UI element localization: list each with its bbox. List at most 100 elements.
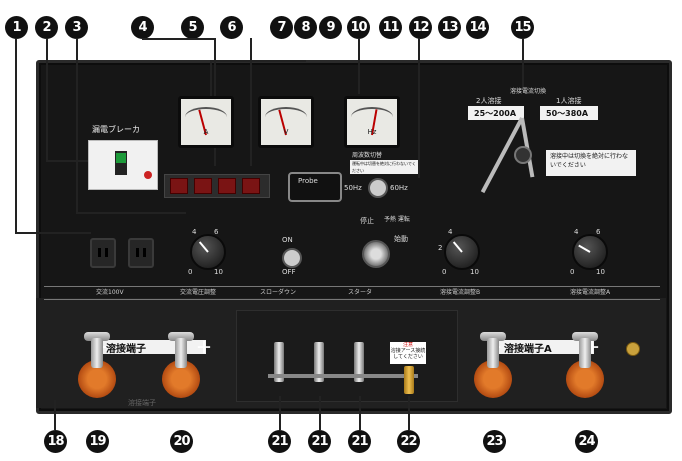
meter-unit: Hz bbox=[367, 128, 377, 136]
callout-21a: 21 bbox=[268, 430, 291, 453]
callout-7: 7 bbox=[270, 16, 293, 39]
callout-4: 4 bbox=[131, 16, 154, 39]
callout-10: 10 bbox=[347, 16, 370, 39]
right-plus-terminal[interactable] bbox=[566, 332, 604, 398]
ac-outlet-2[interactable] bbox=[128, 238, 154, 268]
one-person-label: 1人溶接 bbox=[556, 97, 582, 105]
knob-scale-2: 2 bbox=[438, 244, 443, 252]
brand-name: Probe bbox=[298, 177, 318, 185]
left-terminal-label: 溶接端子 bbox=[100, 340, 206, 355]
meter-unit: V bbox=[283, 128, 289, 136]
callout-24: 24 bbox=[575, 430, 598, 453]
earth-warning-body: 溶接アース接続してください bbox=[390, 348, 426, 360]
starter-start-label: 始動 bbox=[394, 235, 408, 243]
knob-scale-6: 6 bbox=[214, 228, 219, 236]
leader-line-8 bbox=[210, 60, 212, 96]
label-strip bbox=[44, 286, 660, 300]
weld-current-knob-a[interactable] bbox=[572, 234, 608, 270]
weld-switch-warning: 溶接中は切換を絶対に行わないでください bbox=[546, 150, 636, 176]
starter-key-switch[interactable] bbox=[362, 240, 390, 268]
brand-plate: Probe bbox=[288, 172, 342, 202]
leader-line-21c bbox=[359, 396, 361, 430]
callout-21b: 21 bbox=[308, 430, 331, 453]
knob-scale-10: 10 bbox=[596, 268, 605, 276]
left-plus-terminal[interactable] bbox=[162, 332, 200, 398]
callout-1: 1 bbox=[5, 16, 28, 39]
breaker-test-button[interactable] bbox=[144, 171, 152, 179]
strip-ac-label: 交流100V bbox=[96, 289, 124, 296]
callout-14: 14 bbox=[466, 16, 489, 39]
callout-9: 9 bbox=[319, 16, 342, 39]
knob-scale-4: 4 bbox=[448, 228, 453, 236]
slowdown-off-label: OFF bbox=[282, 268, 296, 276]
lever-pivot bbox=[514, 146, 532, 164]
ac-voltage-knob[interactable] bbox=[190, 234, 226, 270]
terminal-bus-bar bbox=[268, 374, 418, 378]
knob-scale-0: 0 bbox=[570, 268, 575, 276]
one-person-range: 50～380A bbox=[540, 106, 598, 120]
leader-line-2 bbox=[46, 38, 48, 162]
leader-line-3h bbox=[76, 212, 186, 214]
leader-line-2h bbox=[46, 160, 90, 162]
left-plus-sign: ＋ bbox=[196, 338, 213, 357]
fuse-3[interactable] bbox=[218, 178, 236, 194]
fuse-2[interactable] bbox=[194, 178, 212, 194]
knob-scale-4: 4 bbox=[192, 228, 197, 236]
strip-weld-a-label: 溶接電流調整A bbox=[570, 289, 611, 296]
strip-ac-adjust-label: 交流電圧調整 bbox=[180, 289, 217, 296]
leader-line-10 bbox=[358, 38, 360, 94]
knob-scale-6: 6 bbox=[596, 228, 601, 236]
callout-8: 8 bbox=[294, 16, 317, 39]
callout-2: 2 bbox=[35, 16, 58, 39]
fuse-4[interactable] bbox=[242, 178, 260, 194]
hz-selector-switch[interactable] bbox=[368, 178, 388, 198]
aux-terminal-post-1[interactable] bbox=[274, 342, 284, 382]
weld-current-knob-b[interactable] bbox=[444, 234, 480, 270]
right-terminal-label: 溶接端子A bbox=[498, 340, 594, 355]
leader-line-22 bbox=[408, 396, 410, 430]
callout-5: 5 bbox=[181, 16, 204, 39]
leader-line-18 bbox=[54, 400, 56, 430]
callout-15: 15 bbox=[511, 16, 534, 39]
hz-warning-label: 運転中は切替を絶対に行わないでください bbox=[350, 160, 418, 174]
leader-line-1h bbox=[15, 232, 91, 234]
knob-scale-10: 10 bbox=[214, 268, 223, 276]
ac-outlet-1[interactable] bbox=[90, 238, 116, 268]
leader-line-8h bbox=[210, 60, 306, 62]
callout-21c: 21 bbox=[348, 430, 371, 453]
knob-scale-0: 0 bbox=[442, 268, 447, 276]
aux-terminal-post-3[interactable] bbox=[354, 342, 364, 382]
earth-leakage-breaker[interactable] bbox=[88, 140, 158, 190]
callout-12: 12 bbox=[409, 16, 432, 39]
earth-warning-title: 注意 bbox=[402, 342, 413, 348]
callout-6: 6 bbox=[220, 16, 243, 39]
callout-11: 11 bbox=[379, 16, 402, 39]
two-person-range: 25～200A bbox=[468, 106, 524, 120]
leader-line-7 bbox=[250, 38, 252, 166]
frequency-switch-caption: 周波数切替 bbox=[352, 152, 383, 159]
strip-slowdown-label: スローダウン bbox=[260, 289, 297, 296]
right-minus-terminal[interactable] bbox=[474, 332, 512, 398]
knob-scale-10: 10 bbox=[470, 268, 479, 276]
hz-60-label: 60Hz bbox=[390, 184, 408, 192]
breaker-switch[interactable] bbox=[115, 151, 127, 175]
slowdown-switch[interactable] bbox=[282, 248, 302, 268]
fuse-1[interactable] bbox=[170, 178, 188, 194]
hz-50-label: 50Hz bbox=[344, 184, 362, 192]
callout-13: 13 bbox=[438, 16, 461, 39]
leader-line-12 bbox=[418, 38, 420, 178]
leader-line-21a bbox=[279, 396, 281, 430]
aux-terminal-post-2[interactable] bbox=[314, 342, 324, 382]
slowdown-on-label: ON bbox=[282, 236, 293, 244]
callout-3: 3 bbox=[65, 16, 88, 39]
ammeter: A bbox=[178, 96, 234, 148]
earth-warning-tag: 注意 溶接アース接続してください bbox=[390, 342, 426, 364]
ground-lug[interactable] bbox=[626, 342, 640, 356]
callout-22: 22 bbox=[397, 430, 420, 453]
earth-terminal[interactable] bbox=[404, 366, 414, 394]
breaker-title: 漏電ブレーカ bbox=[92, 125, 140, 134]
callout-23: 23 bbox=[483, 430, 506, 453]
weld-switch-title: 溶接電流切換 bbox=[510, 88, 547, 95]
callout-20: 20 bbox=[170, 430, 193, 453]
left-minus-terminal[interactable] bbox=[78, 332, 116, 398]
